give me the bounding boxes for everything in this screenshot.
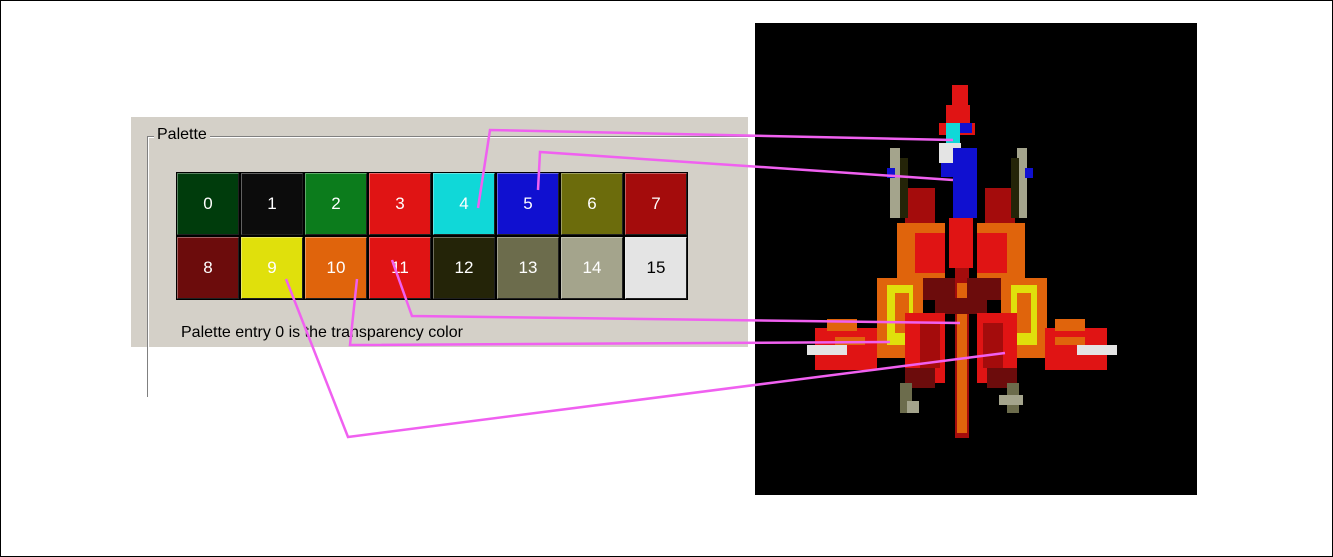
sprite-pixel-block bbox=[907, 401, 919, 413]
sprite-pixel-block bbox=[915, 233, 945, 273]
sprite-pixel-block bbox=[946, 105, 970, 123]
palette-swatch-3[interactable]: 3 bbox=[368, 172, 432, 236]
palette-swatch-13[interactable]: 13 bbox=[496, 236, 560, 300]
palette-groupbox bbox=[147, 136, 798, 397]
sprite-pixel-block bbox=[960, 123, 972, 133]
palette-swatch-12[interactable]: 12 bbox=[432, 236, 496, 300]
sprite-pixel-block bbox=[1055, 337, 1085, 345]
sprite-preview bbox=[755, 23, 1197, 495]
palette-swatch-8[interactable]: 8 bbox=[176, 236, 240, 300]
palette-swatch-9[interactable]: 9 bbox=[240, 236, 304, 300]
sprite-pixel-block bbox=[949, 218, 973, 268]
palette-swatch-14[interactable]: 14 bbox=[560, 236, 624, 300]
sprite-pixel-block bbox=[941, 163, 955, 177]
palette-swatch-4[interactable]: 4 bbox=[432, 172, 496, 236]
palette-swatch-1[interactable]: 1 bbox=[240, 172, 304, 236]
sprite-pixel-block bbox=[835, 337, 865, 345]
sprite-pixel-block bbox=[900, 158, 908, 218]
sprite-pixel-block bbox=[905, 188, 935, 228]
transparency-note: Palette entry 0 is the transparency colo… bbox=[181, 324, 463, 341]
sprite-pixel-block bbox=[1017, 148, 1027, 218]
sprite-pixel-block bbox=[1025, 168, 1033, 178]
palette-swatch-10[interactable]: 10 bbox=[304, 236, 368, 300]
sprite-pixel-block bbox=[1077, 345, 1117, 355]
sprite-pixel-block bbox=[1011, 158, 1019, 218]
palette-swatch-7[interactable]: 7 bbox=[624, 172, 688, 236]
sprite-pixel-block bbox=[953, 148, 977, 218]
palette-swatch-5[interactable]: 5 bbox=[496, 172, 560, 236]
sprite-pixel-block bbox=[983, 323, 1003, 368]
sprite-pixel-block bbox=[1017, 293, 1031, 333]
sprite-pixel-block bbox=[920, 323, 940, 368]
palette-swatch-2[interactable]: 2 bbox=[304, 172, 368, 236]
sprite-pixel-block bbox=[1055, 319, 1085, 331]
palette-swatch-6[interactable]: 6 bbox=[560, 172, 624, 236]
palette-swatch-0[interactable]: 0 bbox=[176, 172, 240, 236]
sprite-pixel-block bbox=[827, 319, 857, 331]
sprite-pixel-block bbox=[935, 298, 987, 314]
palette-swatch-11[interactable]: 11 bbox=[368, 236, 432, 300]
palette-swatch-15[interactable]: 15 bbox=[624, 236, 688, 300]
sprite-pixel-block bbox=[985, 188, 1015, 228]
sprite-pixel-block bbox=[887, 168, 895, 178]
sprite-pixel-block bbox=[946, 123, 960, 145]
sprite-pixel-block bbox=[977, 233, 1007, 273]
palette-group-title: Palette bbox=[154, 126, 210, 144]
sprite-pixel-block bbox=[999, 395, 1023, 405]
sprite-pixel-block bbox=[890, 148, 900, 218]
sprite-pixel-block bbox=[807, 345, 847, 355]
ship-sprite bbox=[807, 85, 1117, 438]
sprite-pixel-block bbox=[952, 85, 968, 105]
